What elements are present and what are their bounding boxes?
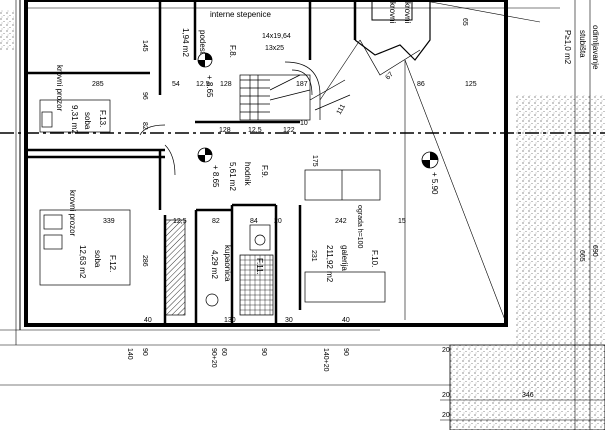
smoke-vent-label-3: P≥1,0 m2 [563, 30, 572, 65]
stair-dims: 14x19,64 [262, 33, 291, 40]
furniture [39, 99, 386, 316]
room-f9-area: 5,61 m2 [228, 162, 237, 191]
dim: 60 [220, 348, 227, 356]
roof-window-top-2: krovni [388, 2, 397, 24]
dim: 122 [283, 127, 295, 134]
room-f12-code: F.12. [108, 255, 117, 272]
dim: 40 [342, 317, 350, 324]
stair-title: interne stepenice [210, 10, 271, 19]
level-marker-3 [421, 151, 439, 169]
room-f8-area: 1,94 m2 [181, 28, 190, 57]
dim: 15 [398, 218, 406, 225]
terrain-bottom [450, 345, 605, 430]
room-f11-area: 4,29 m2 [210, 250, 219, 279]
staircase [239, 61, 351, 121]
room-f11-code: F.11. [255, 258, 264, 275]
dim: 82 [141, 122, 148, 130]
room-f13-roof-window: krovni prozor [55, 65, 64, 112]
level-marker-1 [197, 52, 213, 68]
room-f13-area: 9,31 m2 [70, 105, 79, 134]
dim: 12,5 [173, 218, 187, 225]
level-590: + 5.90 [430, 172, 439, 195]
room-f13-name: soba [83, 112, 92, 130]
dim: 20 [274, 218, 282, 225]
dim: 65 [461, 18, 468, 26]
room-f12-area: 12,63 m2 [78, 245, 87, 279]
room-f12-roof-window: krovni prozor [68, 190, 77, 237]
dim: 231 [310, 250, 317, 262]
dim: 84 [250, 218, 258, 225]
room-f8-code: F.8. [228, 45, 237, 58]
dim: 339 [103, 218, 115, 225]
dim: 690 [591, 245, 598, 257]
dim: 12,5 [248, 127, 262, 134]
room-f10-name: galerija [340, 245, 349, 271]
level-865-b: + 8.65 [211, 165, 220, 188]
dim: 242 [335, 218, 347, 225]
dim: 30 [285, 317, 293, 324]
dim: 187 [296, 81, 308, 88]
dim: 90 [260, 348, 267, 356]
smoke-vent-label-1: odimljavanje [591, 25, 600, 70]
stair-steps: 13x25 [265, 45, 284, 52]
dim: 128 [219, 127, 231, 134]
room-f11-name: kupaonica [223, 245, 232, 282]
room-f9-name: hodnik [243, 162, 252, 187]
room-f13-code: F.13. [98, 110, 107, 127]
dim: 90+20 [210, 348, 217, 368]
dim: 20 [442, 412, 450, 419]
room-f8-name: podest [198, 30, 207, 55]
dim: 90 [141, 348, 148, 356]
level-marker-2 [197, 147, 213, 163]
dim: 285 [92, 81, 104, 88]
dim: 12.5 [196, 81, 210, 88]
dim: 665 [578, 250, 585, 262]
dim: 130 [224, 317, 236, 324]
dim: 86 [417, 81, 425, 88]
dim: 111 [336, 103, 347, 116]
room-f9-code: F.9. [260, 165, 269, 178]
dim: 82 [212, 218, 220, 225]
dim: 40 [144, 317, 152, 324]
dim: 96 [141, 92, 148, 100]
dim: 175 [311, 155, 318, 167]
dim: 54 [172, 81, 180, 88]
terrain-left-top [0, 10, 14, 50]
dim: 67 [384, 71, 395, 82]
dim: 140 [126, 348, 133, 360]
gallery-lines [319, 39, 506, 321]
room-f10-area: 211,92 m2 [325, 245, 334, 283]
dim: 128 [220, 81, 232, 88]
vent-shaft [354, 0, 541, 76]
dim: 20 [442, 392, 450, 399]
roof-window-top: krovni [403, 2, 412, 24]
railing-note: ograda h=100 [356, 205, 363, 249]
dim: 140+20 [322, 348, 329, 372]
outer-walls [15, 0, 508, 345]
dim: 145 [141, 40, 148, 52]
dim: 346 [522, 392, 534, 399]
dim: 20 [442, 347, 450, 354]
dim: 286 [141, 255, 148, 267]
dim: 90 [342, 348, 349, 356]
smoke-vent-label-2: stubišta [578, 30, 587, 58]
room-f10-code: F.10. [370, 250, 379, 267]
level-865-a: + 8.65 [205, 75, 214, 98]
dim: 125 [465, 81, 477, 88]
dim: 10 [300, 120, 308, 127]
room-f12-name: soba [93, 250, 102, 268]
